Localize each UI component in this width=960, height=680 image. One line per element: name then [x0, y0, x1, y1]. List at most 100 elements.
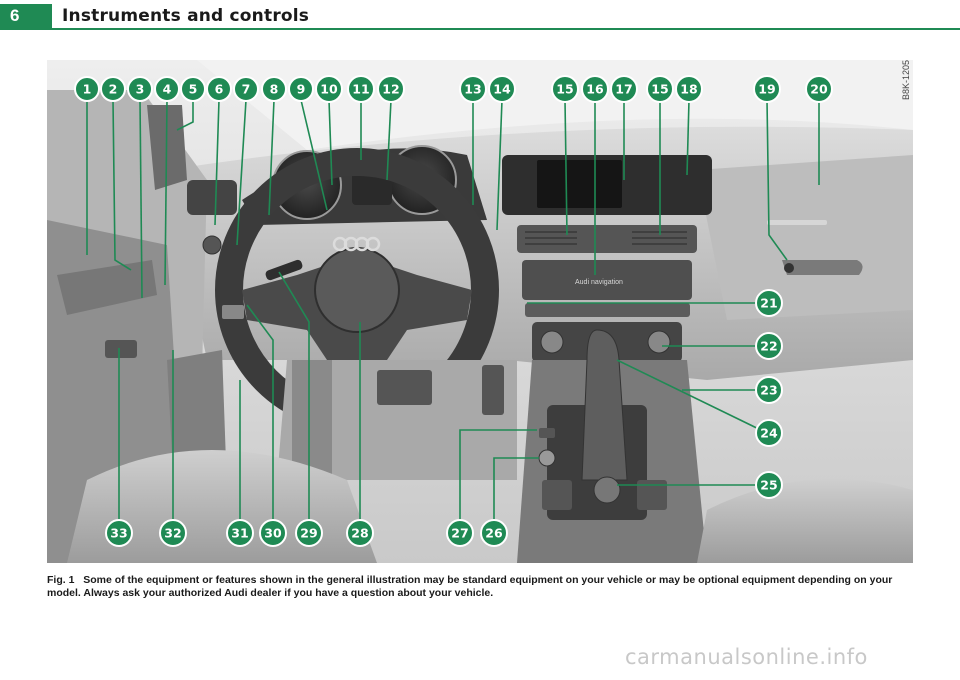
callout-32: 32	[159, 519, 187, 547]
caption-text: Some of the equipment or features shown …	[47, 574, 893, 599]
steering-column-cover	[292, 360, 332, 480]
light-switch	[202, 235, 222, 255]
left-temperature-knob	[540, 330, 564, 354]
figure-code: B8K-1205	[901, 60, 911, 100]
svg-text:3: 3	[136, 82, 145, 97]
svg-text:17: 17	[615, 82, 632, 97]
windshield	[197, 60, 913, 150]
svg-text:16: 16	[586, 82, 604, 97]
svg-text:7: 7	[242, 82, 251, 97]
callout-30: 30	[259, 519, 287, 547]
svg-text:11: 11	[352, 82, 369, 97]
start-stop-button	[538, 449, 556, 467]
door-handle-area	[57, 260, 157, 315]
callout-27: 27	[446, 519, 474, 547]
dashboard-illustration: Audi navigation B8K-1205	[47, 60, 913, 563]
page-header: 6 Instruments and controls	[0, 0, 960, 30]
turn-signal-stalk	[265, 259, 303, 281]
svg-text:14: 14	[493, 82, 511, 97]
watermark: carmanualsonline.info	[625, 645, 868, 669]
svg-text:4: 4	[163, 82, 172, 97]
callout-9: 9	[288, 76, 314, 102]
callout-22: 22	[755, 332, 783, 360]
svg-text:15: 15	[651, 82, 668, 97]
callout-33: 33	[105, 519, 133, 547]
callout-18: 18	[675, 75, 703, 103]
svg-text:18: 18	[680, 82, 697, 97]
passenger-dash	[697, 155, 913, 320]
svg-text:10: 10	[320, 82, 338, 97]
svg-text:21: 21	[760, 296, 777, 311]
callout-2: 2	[100, 76, 126, 102]
audi-rings-logo	[332, 236, 381, 252]
right-temperature-knob	[647, 330, 671, 354]
callout-12: 12	[377, 75, 405, 103]
passenger-seat	[697, 478, 913, 563]
callout-11: 11	[347, 75, 375, 103]
mmi-buttons-left	[542, 480, 572, 510]
svg-text:25: 25	[760, 478, 777, 493]
mmi-control-knob	[593, 476, 621, 504]
callout-8: 8	[261, 76, 287, 102]
svg-text:22: 22	[760, 339, 777, 354]
svg-text:24: 24	[760, 426, 778, 441]
svg-text:19: 19	[758, 82, 775, 97]
callout-31: 31	[226, 519, 254, 547]
svg-text:13: 13	[464, 82, 481, 97]
callout-4: 4	[154, 76, 180, 102]
steering-wheel-hub	[314, 247, 400, 333]
radio-buttons-row	[525, 303, 690, 317]
callout-1: 1	[74, 76, 100, 102]
callout-29: 29	[295, 519, 323, 547]
svg-text:23: 23	[760, 383, 777, 398]
glovebox-trim	[767, 220, 827, 225]
callout-17: 17	[610, 75, 638, 103]
callout-19: 19	[753, 75, 781, 103]
callout-25: 25	[755, 471, 783, 499]
radio-brand-text: Audi navigation	[575, 279, 623, 286]
callout-20: 20	[805, 75, 833, 103]
callout-3: 3	[127, 76, 153, 102]
svg-text:20: 20	[810, 82, 828, 97]
caption-label: Fig. 1	[47, 574, 75, 586]
svg-text:12: 12	[382, 82, 399, 97]
svg-text:6: 6	[215, 82, 224, 97]
mmi-buttons-right	[637, 480, 667, 510]
callout-15b: 15	[646, 75, 674, 103]
callout-26: 26	[480, 519, 508, 547]
callout-14: 14	[488, 75, 516, 103]
svg-text:26: 26	[485, 526, 503, 541]
callout-21: 21	[755, 289, 783, 317]
svg-text:31: 31	[231, 526, 248, 541]
accelerator-pedal	[482, 365, 504, 415]
svg-text:8: 8	[270, 82, 279, 97]
glovebox-lock	[784, 263, 794, 273]
svg-text:27: 27	[451, 526, 468, 541]
svg-text:1: 1	[83, 82, 92, 97]
dashboard-drawing: Audi navigation B8K-1205	[47, 60, 913, 563]
callout-numbers: 1 2 3 4 5 6 7 8 9 10 11 12 13 14 15 16 1…	[74, 75, 833, 547]
esc-button	[539, 428, 555, 438]
footwell	[277, 360, 517, 480]
svg-text:32: 32	[164, 526, 181, 541]
page-number: 6	[10, 6, 20, 25]
header-rule	[0, 28, 960, 30]
svg-text:15: 15	[556, 82, 573, 97]
page-number-tab: 6	[0, 4, 52, 28]
callout-7: 7	[233, 76, 259, 102]
callout-28: 28	[346, 519, 374, 547]
callout-15: 15	[551, 75, 579, 103]
page-title: Instruments and controls	[62, 6, 310, 26]
window-switch	[105, 340, 137, 358]
hood-release	[222, 305, 244, 319]
glovebox-handle	[782, 260, 863, 275]
callout-24: 24	[755, 419, 783, 447]
callout-16: 16	[581, 75, 609, 103]
svg-text:28: 28	[351, 526, 368, 541]
callout-13: 13	[459, 75, 487, 103]
svg-text:29: 29	[300, 526, 317, 541]
brake-pedal	[377, 370, 432, 405]
callout-6: 6	[206, 76, 232, 102]
svg-text:5: 5	[189, 82, 198, 97]
svg-text:30: 30	[264, 526, 282, 541]
